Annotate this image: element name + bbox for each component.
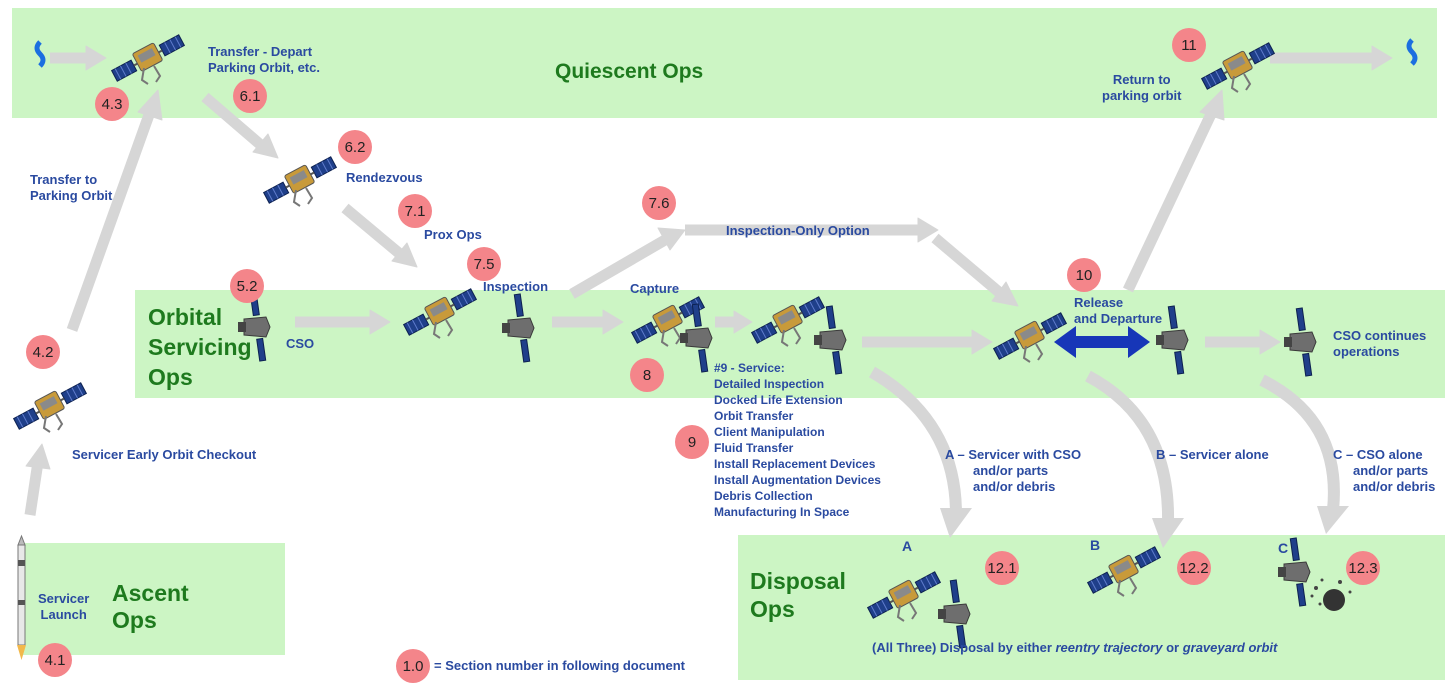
- cso-satellite-icon: [501, 293, 535, 363]
- option-c-label: C – CSO alone and/or parts and/or debris: [1333, 447, 1436, 494]
- option-a-label: A – Servicer with CSO and/or parts and/o…: [945, 447, 1082, 494]
- list-item: Install Augmentation Devices: [714, 473, 881, 487]
- cso-satellite-icon: [937, 579, 971, 649]
- rocket-icon: [17, 534, 26, 660]
- section-badge: 7.5: [467, 247, 501, 281]
- capture-label: Capture: [630, 281, 680, 296]
- service-list: #9 - Service: Detailed Inspection Docked…: [714, 360, 881, 520]
- section-badge: 12.3: [1346, 551, 1380, 585]
- list-item: Detailed Inspection: [714, 377, 825, 391]
- release-double-arrow: [1054, 326, 1150, 358]
- legend-text: = Section number in following document: [434, 658, 685, 673]
- satellite-servicer-icon: [260, 151, 339, 207]
- satellite-servicer-icon: [1198, 37, 1277, 93]
- section-badge: 5.2: [230, 269, 264, 303]
- section-badge: 8: [630, 358, 664, 392]
- disposal-text: (All Three) Disposal by either reentry t…: [872, 640, 1278, 655]
- early-checkout-label: Servicer Early Orbit Checkout: [72, 447, 257, 462]
- section-badge: 4.1: [38, 643, 72, 677]
- disposal-arrows: [868, 366, 1340, 523]
- list-item: Client Manipulation: [714, 425, 825, 439]
- legend-badge: 1.0: [396, 649, 430, 683]
- debris-icon: [1310, 578, 1352, 611]
- section-badge: 6.2: [338, 130, 372, 164]
- list-item: Debris Collection: [714, 489, 813, 503]
- quiescent-ops-title: Quiescent Ops: [555, 60, 704, 83]
- list-item: Docked Life Extension: [714, 393, 843, 407]
- satellite-servicer-icon: [864, 566, 943, 622]
- section-badge: 4.2: [26, 335, 60, 369]
- section-badge: 12.2: [1177, 551, 1211, 585]
- letter-b-label: B: [1090, 537, 1101, 553]
- section-badge: 7.6: [642, 186, 676, 220]
- prox-ops-label: Prox Ops: [424, 227, 482, 242]
- section-badge: 12.1: [985, 551, 1019, 585]
- satellite-servicer-icon: [400, 283, 479, 339]
- letter-c-label: C: [1278, 540, 1289, 556]
- option-b-label: B – Servicer alone: [1156, 447, 1269, 462]
- section-badge: 11: [1172, 28, 1206, 62]
- service-title: #9 - Service:: [714, 361, 785, 375]
- letter-a-label: A: [902, 538, 913, 554]
- section-badge: 10: [1067, 258, 1101, 292]
- section-badge: 4.3: [95, 87, 129, 121]
- section-badge: 6.1: [233, 79, 267, 113]
- rendezvous-label: Rendezvous: [346, 170, 423, 185]
- cso-satellite-icon: [1283, 307, 1317, 377]
- orbit-break-icon: [34, 40, 46, 68]
- section-badge: 7.1: [398, 194, 432, 228]
- orbit-break-icon: [1406, 38, 1418, 66]
- inspection-label: Inspection: [483, 279, 549, 294]
- list-item: Install Replacement Devices: [714, 457, 876, 471]
- inspection-only-label: Inspection-Only Option: [726, 223, 870, 238]
- ascent-ops-band: [22, 543, 285, 655]
- list-item: Orbit Transfer: [714, 409, 794, 423]
- disposal-arrowheads: [940, 506, 1349, 548]
- list-item: Fluid Transfer: [714, 441, 794, 455]
- list-item: Manufacturing In Space: [714, 505, 850, 519]
- section-badge: 9: [675, 425, 709, 459]
- satellite-servicer-icon: [108, 29, 187, 86]
- satellite-servicer-icon: [990, 307, 1069, 363]
- satellite-servicer-icon: [10, 377, 89, 433]
- cso-label: CSO: [286, 336, 315, 351]
- flow-arrows: [24, 45, 1393, 516]
